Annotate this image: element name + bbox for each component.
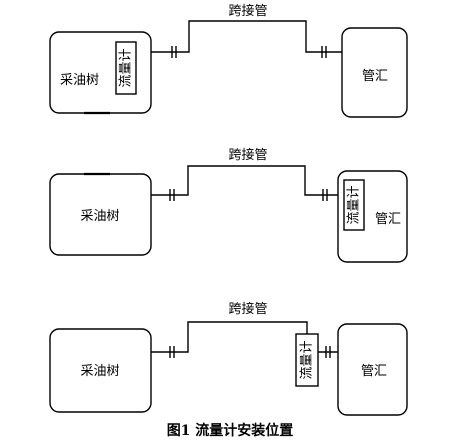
panel-3: 采油树 跨接管 流量计 管汇 <box>49 301 408 416</box>
jumper-pipe-2 <box>151 165 342 196</box>
meter-label-2: 流量计 <box>347 185 362 224</box>
meter-label-3: 流量计 <box>300 340 315 379</box>
jumper-pipe-1 <box>151 20 342 53</box>
manifold-label-1: 管汇 <box>362 69 388 84</box>
manifold-box-1 <box>341 27 408 118</box>
panel-1: 采油树 流量计 跨接管 管汇 <box>49 3 408 118</box>
flange-left-2 <box>169 189 175 201</box>
flange-right-3 <box>325 346 331 358</box>
meter-box-1 <box>115 41 137 95</box>
panel-2: 采油树 跨接管 流量计 管汇 <box>49 147 408 263</box>
flange-left-3 <box>169 346 175 358</box>
meter-box-2 <box>343 179 365 231</box>
jumper-pipe-3 <box>151 321 308 353</box>
meter-label-1: 流量计 <box>119 48 134 87</box>
wellhead-label-1: 采油树 <box>60 73 99 88</box>
manifold-label-2: 管汇 <box>375 212 401 227</box>
pipe-label-2: 跨接管 <box>228 147 267 163</box>
pipe-label-3: 跨接管 <box>228 301 267 317</box>
meter-box-3 <box>295 333 319 387</box>
figure-caption: 图1 流量计安装位置 <box>167 422 294 439</box>
wellhead-box-3 <box>49 328 152 413</box>
manifold-label-3: 管汇 <box>361 364 387 379</box>
wellhead-label-3: 采油树 <box>80 364 119 379</box>
wellhead-label-2: 采油树 <box>80 209 119 224</box>
manifold-box-3 <box>337 323 408 416</box>
flange-left-1 <box>171 46 177 58</box>
flange-right-1 <box>321 46 327 58</box>
flange-right-2 <box>322 189 328 201</box>
pipe-label-1: 跨接管 <box>228 3 267 19</box>
